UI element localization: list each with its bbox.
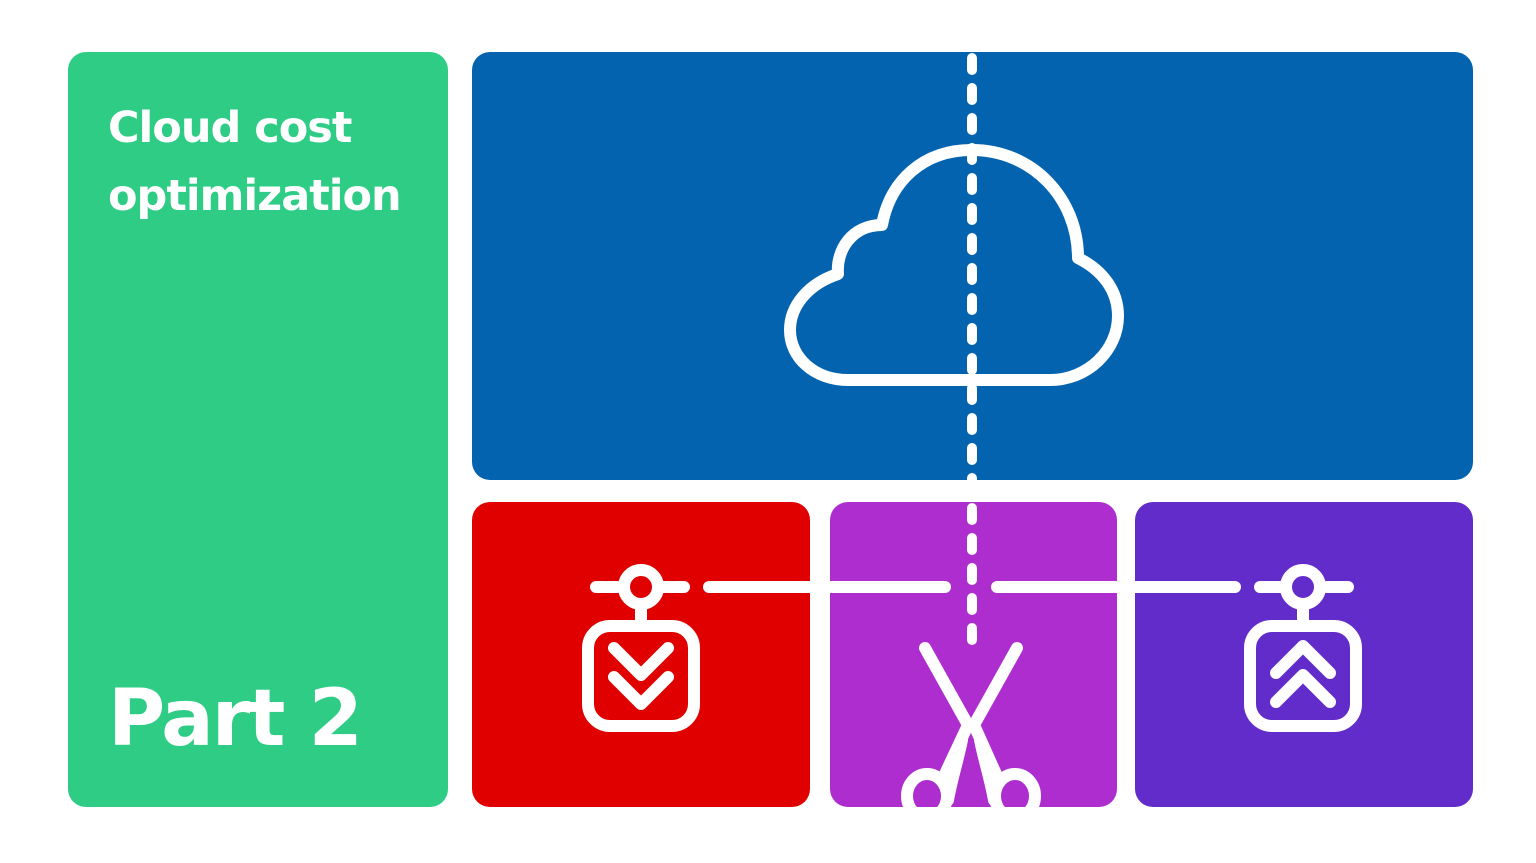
scissors-icon: [901, 642, 1041, 807]
scale-down-icon: [582, 564, 700, 732]
part-label: Part 2: [108, 674, 363, 764]
title-text: Cloud cost optimization: [108, 103, 402, 221]
title-panel: Cloud cost optimization Part 2: [68, 52, 448, 807]
cloud-icon: [784, 144, 1124, 386]
scale-up-icon: [1244, 564, 1362, 732]
scale-down-panel: [472, 502, 810, 807]
